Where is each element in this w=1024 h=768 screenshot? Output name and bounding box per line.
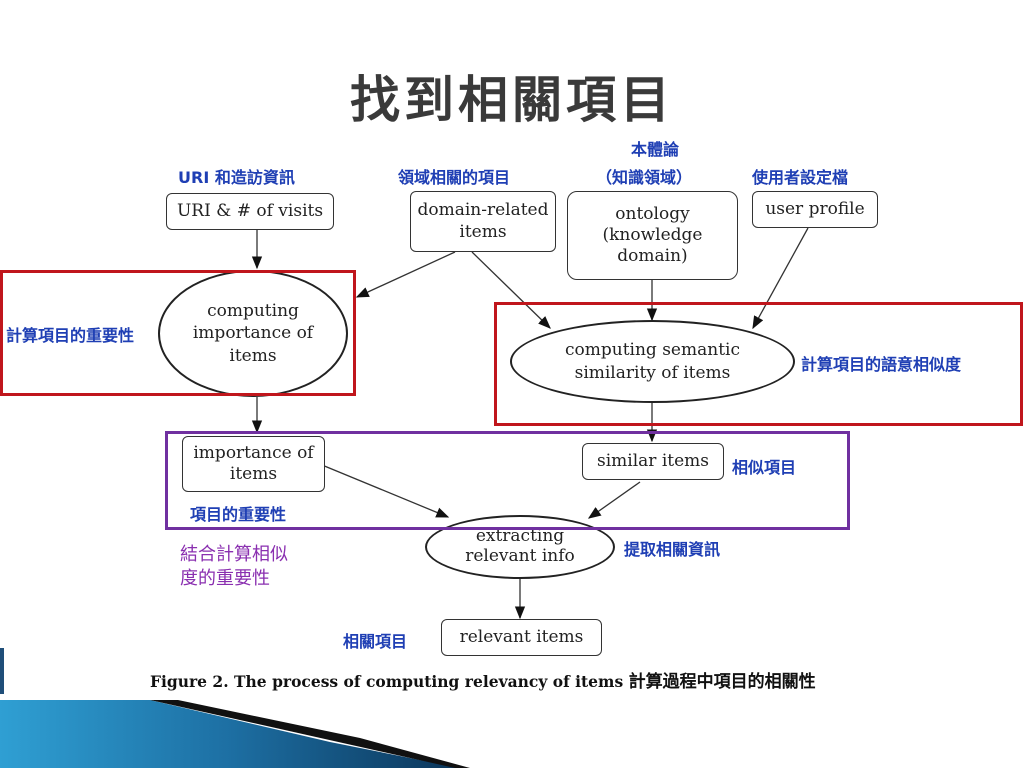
arrow-similar-to-extracting [587,481,641,519]
relevant-items-zh-label: 相關項目 [343,632,408,651]
arrow-importance-to-extracting [321,464,450,518]
domain-items-box: domain-related items [410,191,556,252]
slide-bottom-swoosh [0,700,470,768]
computing-semantic-node: computing semantic similarity of items [510,320,795,403]
uri-zh-label: URI 和造訪資訊 [178,168,295,187]
user-profile-box: user profile [752,191,878,228]
extracting-zh-label: 提取相關資訊 [624,540,721,559]
ontology-line3: domain) [617,246,688,267]
computing-importance-line1: computing [207,301,299,322]
arrow-domain-to-importance [355,251,456,298]
uri-visits-box: URI & # of visits [166,193,334,230]
red-highlight-semantic [494,302,1023,426]
domain-items-line1: domain-related [417,200,549,221]
figure-caption: Figure 2. The process of computing relev… [150,667,816,692]
similar-items-zh-label: 相似項目 [732,458,797,477]
red-highlight-importance [0,270,356,396]
importance-items-line2: items [229,464,278,484]
computing-semantic-line1: computing semantic [565,340,740,361]
domain-items-line2: items [459,221,507,242]
figure-caption-zh: 計算過程中項目的相關性 [628,672,816,692]
importance-items-box: importance of items [182,436,325,492]
similar-items-text: similar items [597,450,709,471]
extracting-line1: extracting [475,526,565,547]
figure-caption-en: Figure 2. The process of computing relev… [150,672,624,691]
importance-items-zh-label: 項目的重要性 [190,505,287,524]
ontology-box: ontology (knowledge domain) [567,191,738,280]
computing-semantic-zh-label: 計算項目的語意相似度 [801,355,962,374]
extracting-node: extracting relevant info [425,515,615,579]
combine-zh-line1: 結合計算相似 [180,544,288,565]
domain-zh-label: 領域相關的項目 [398,168,511,187]
combine-zh-line2: 度的重要性 [180,568,270,590]
relevant-items-box: relevant items [441,619,602,656]
user-profile-zh-label: 使用者設定檔 [752,168,849,187]
computing-importance-line3: items [229,345,277,366]
extracting-line2: relevant info [465,546,575,566]
computing-importance-line2: importance of [192,323,314,344]
ontology-zh-label-1: 本體論 [630,140,679,159]
arrow-domain-to-semantic [471,251,551,329]
computing-semantic-line2: similarity of items [574,362,731,383]
combine-zh-label: 結合計算相似 度的重要性 [180,543,288,592]
ontology-zh-label-2: （知識領域） [596,168,693,187]
arrow-profile-to-semantic [752,227,809,330]
importance-items-line1: importance of [193,442,314,463]
purple-highlight-items [165,431,850,530]
computing-importance-zh-label: 計算項目的重要性 [6,326,135,345]
ontology-line2: (knowledge [602,224,703,245]
left-accent-bar [0,648,4,694]
ontology-line1: ontology [615,203,690,224]
slide-title: 找到相關項目 [350,71,674,129]
relevant-items-text: relevant items [459,626,584,647]
uri-visits-text: URI & # of visits [176,200,324,221]
computing-importance-node: computing importance of items [158,270,348,397]
similar-items-box: similar items [582,443,724,480]
user-profile-text: user profile [765,198,865,219]
